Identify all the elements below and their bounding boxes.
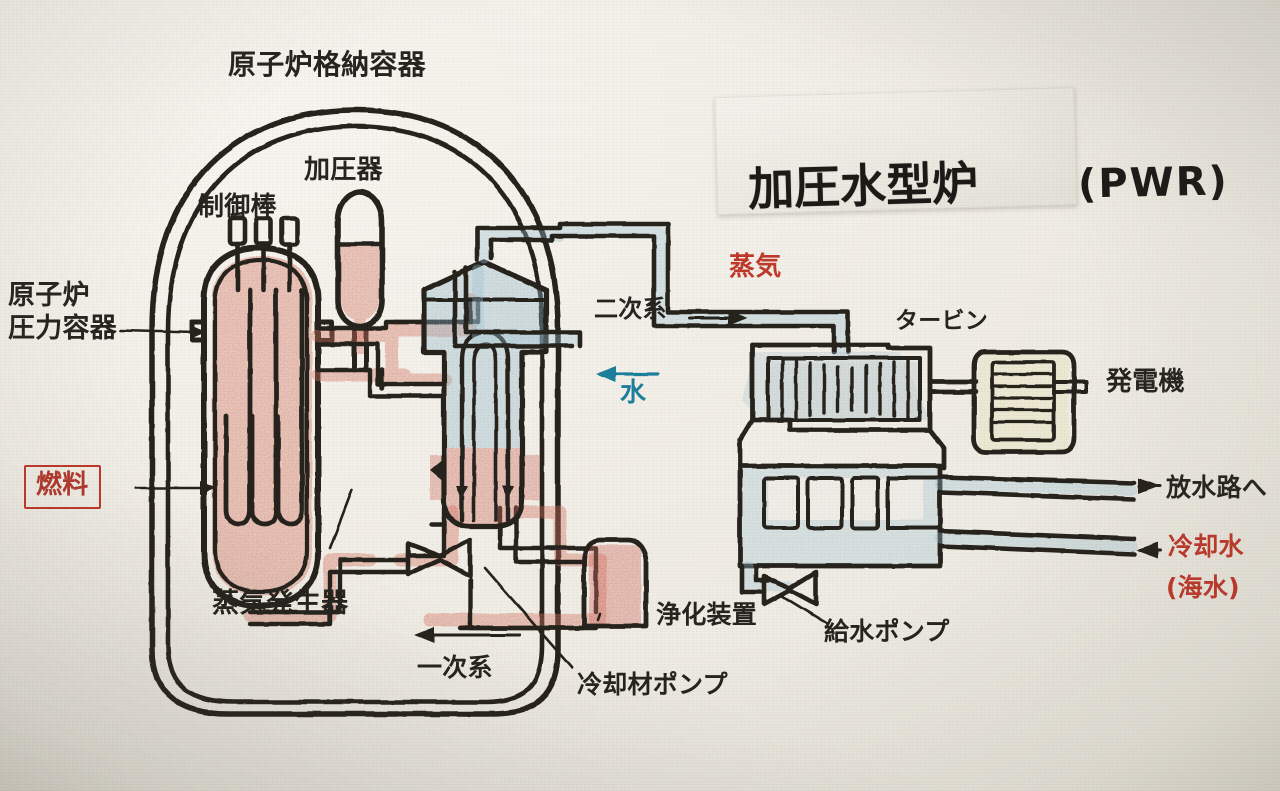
turbine-fill xyxy=(742,352,930,420)
label-turbine: タービン xyxy=(895,308,988,334)
fuel-assemblies xyxy=(223,287,305,527)
label-reactor-pressure-vessel: 原子炉 圧力容器 xyxy=(8,280,118,344)
label-pressurizer: 加圧器 xyxy=(304,155,383,185)
label-generator: 発電機 xyxy=(1106,367,1185,397)
arrow-shafts xyxy=(432,316,1162,637)
page-title: 加圧水型炉 xyxy=(747,155,979,217)
turbine xyxy=(737,342,979,471)
label-discharge-channel: 放水路へ xyxy=(1166,473,1268,502)
feedwater-line xyxy=(739,563,819,607)
seawater-pipes xyxy=(937,474,1137,557)
label-cooling-water-sub: (海水) xyxy=(1166,573,1240,602)
title-abbreviation: (PWR) xyxy=(1077,158,1230,208)
generator xyxy=(971,349,1088,455)
control-rod-drives xyxy=(227,215,300,293)
secondary-steam-fill xyxy=(472,226,846,358)
label-feedwater-pump: 給水ポンプ xyxy=(824,617,950,646)
purification-device xyxy=(581,537,649,629)
secondary-steam-outline xyxy=(452,221,851,355)
label-water: 水 xyxy=(620,378,647,408)
label-cooling-water: 冷却水 xyxy=(1168,532,1244,561)
label-coolant-pump: 冷却材ポンプ xyxy=(577,670,728,699)
label-steam-generator: 蒸気発生器 xyxy=(212,588,349,619)
feedwater-fill xyxy=(743,561,795,591)
label-secondary-system: 二次系 xyxy=(594,295,667,323)
label-steam: 蒸気 xyxy=(729,252,782,282)
water-flow-arrow xyxy=(596,366,660,382)
annotation-leaders xyxy=(118,328,830,670)
label-purification-device: 浄化装置 xyxy=(656,600,758,629)
reactor-core-fill xyxy=(212,256,312,596)
label-primary-system: 一次系 xyxy=(417,653,493,682)
seawater-pipes-fill xyxy=(934,478,1138,552)
purification-device-fill xyxy=(589,545,641,624)
label-containment-vessel: 原子炉格納容器 xyxy=(228,48,426,81)
label-control-rod: 制御棒 xyxy=(198,192,277,222)
label-fuel: 燃料 xyxy=(24,465,101,509)
condenser xyxy=(737,463,943,569)
